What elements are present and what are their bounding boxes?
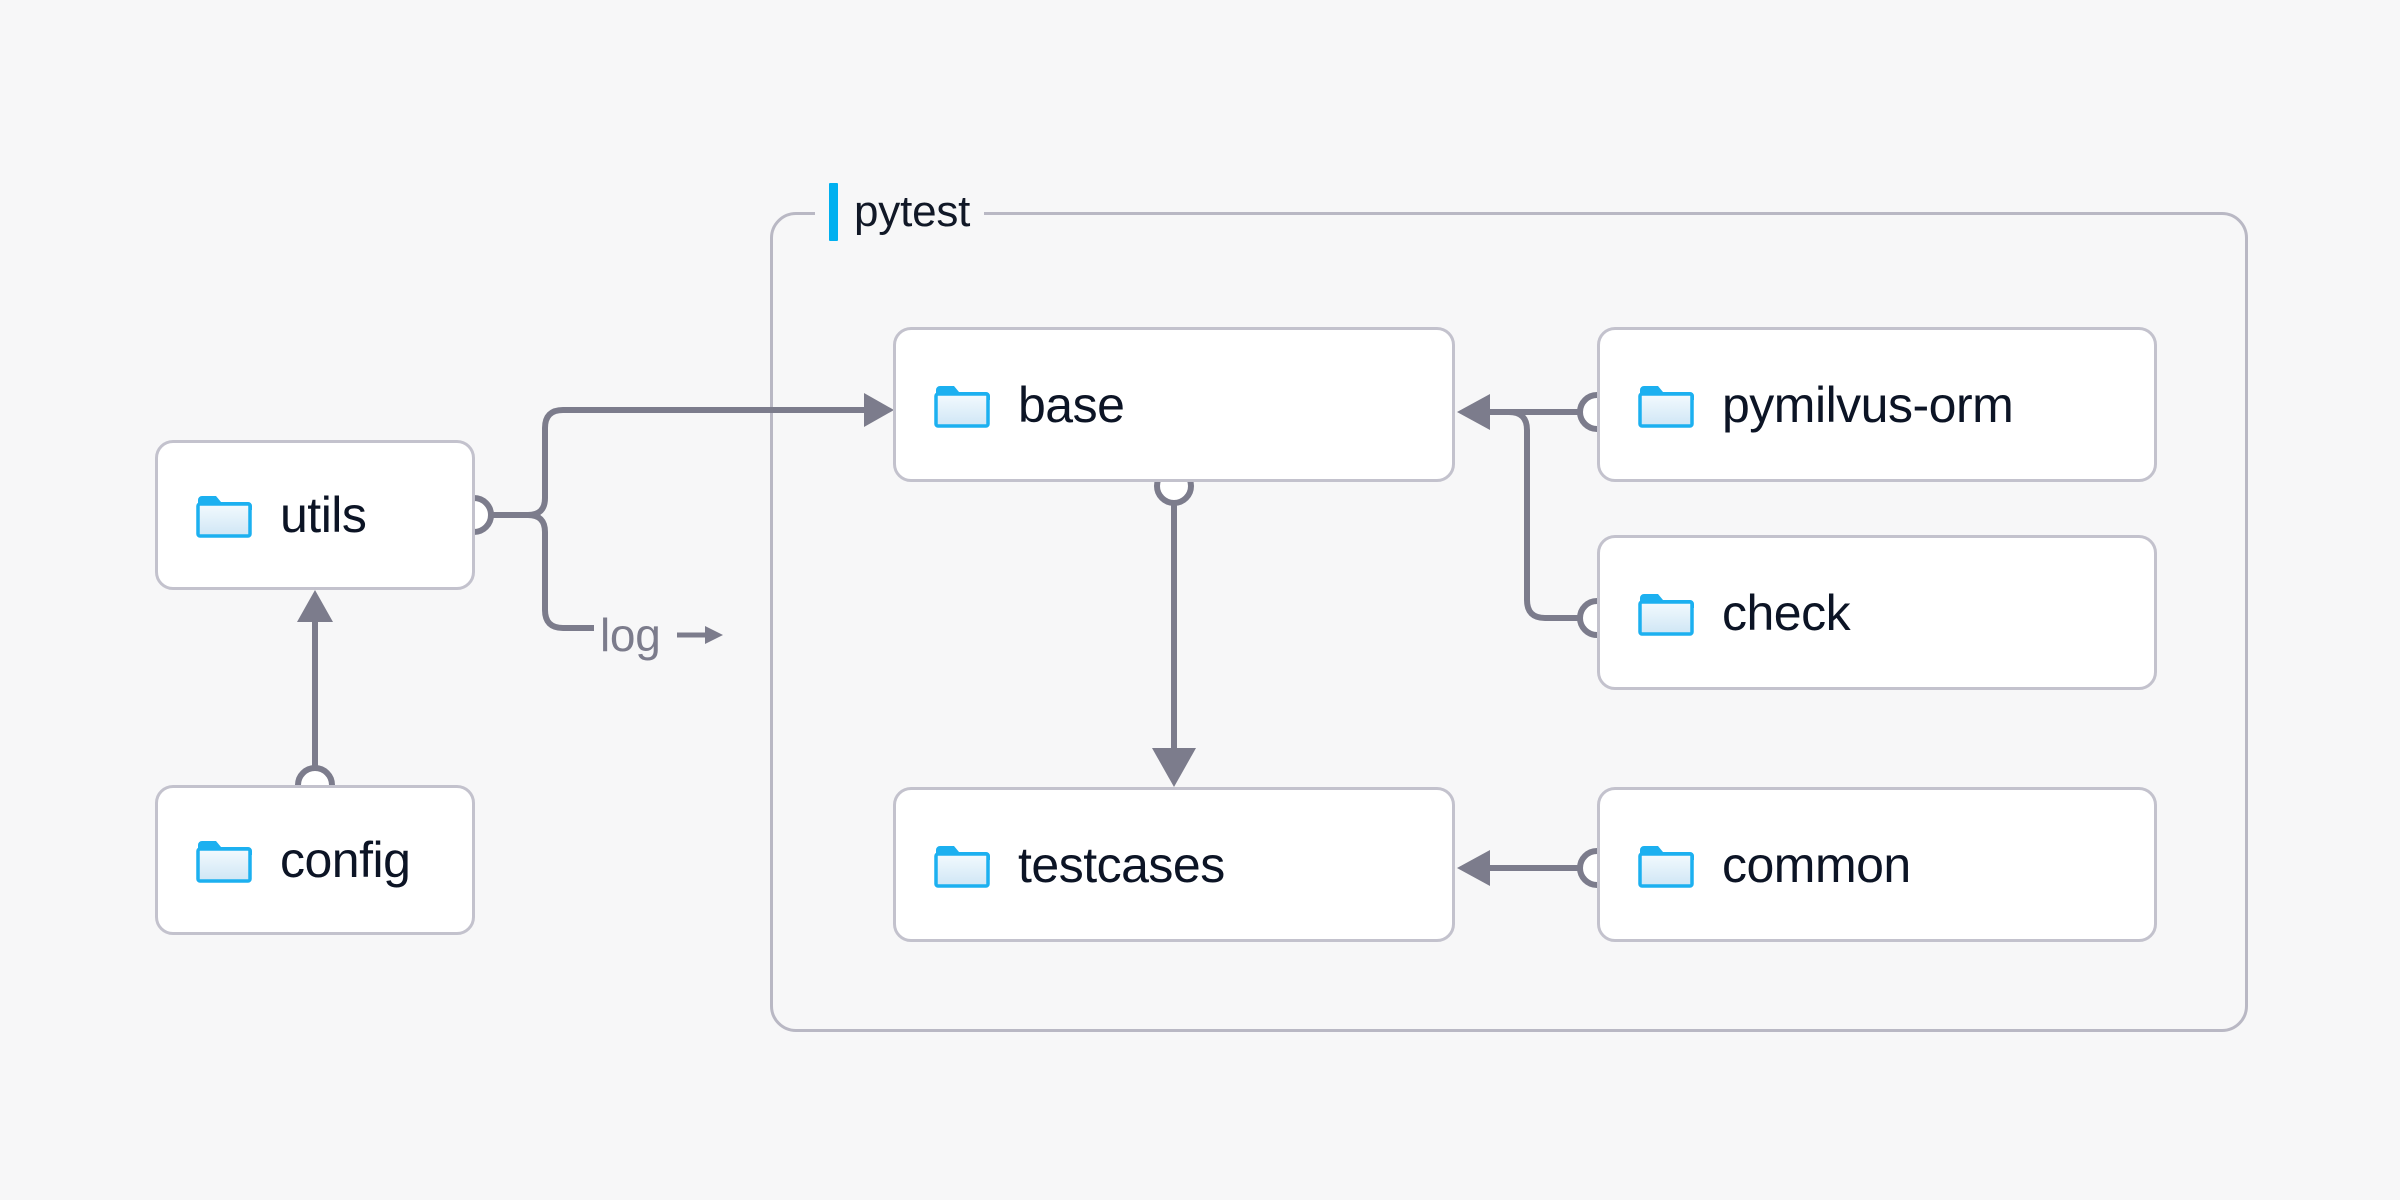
node-config[interactable]: config — [155, 785, 475, 935]
node-label-pymilvus-orm: pymilvus-orm — [1722, 376, 2014, 433]
folder-icon — [196, 841, 252, 883]
edge-label-log: log — [600, 612, 723, 658]
accent-bar-icon — [829, 183, 838, 241]
folder-icon — [1638, 593, 1694, 636]
folder-icon — [934, 845, 990, 888]
group-label-pytest: pytest — [815, 180, 985, 244]
node-utils[interactable]: utils — [155, 440, 475, 590]
arrow-right-icon — [676, 626, 723, 644]
node-common[interactable]: common — [1597, 787, 2157, 942]
node-pymilvus-orm[interactable]: pymilvus-orm — [1597, 327, 2157, 482]
edge-utils-to-log — [527, 512, 594, 631]
node-label-common: common — [1722, 836, 1911, 893]
node-label-base: base — [1018, 376, 1125, 433]
edge-label-log-text: log — [600, 609, 661, 661]
group-container-pytest — [770, 212, 2248, 1032]
node-label-config: config — [280, 832, 411, 888]
node-check[interactable]: check — [1597, 535, 2157, 690]
folder-icon — [1638, 845, 1694, 888]
folder-icon — [196, 496, 252, 538]
edge-config-to-utils — [295, 590, 335, 805]
node-testcases[interactable]: testcases — [893, 787, 1455, 942]
group-label-text: pytest — [854, 187, 971, 236]
folder-icon — [934, 385, 990, 428]
node-label-check: check — [1722, 584, 1851, 641]
node-label-testcases: testcases — [1018, 836, 1225, 893]
node-base[interactable]: base — [893, 327, 1455, 482]
folder-icon — [1638, 385, 1694, 428]
node-label-utils: utils — [280, 487, 367, 543]
